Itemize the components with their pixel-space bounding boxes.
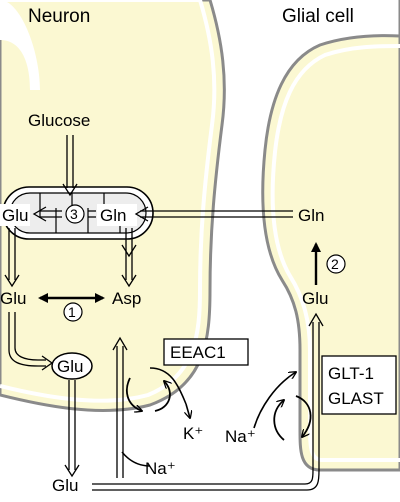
gln-glia-label: Gln [298, 206, 324, 225]
neuronal-uptake-arrowhead [112, 336, 128, 351]
glu-mito-export-arrowhead [4, 274, 20, 288]
na-ion-neuron-label: Na⁺ [145, 459, 176, 478]
gln-to-asp-arrow [125, 228, 133, 280]
gln-transfer-arrow [140, 210, 293, 218]
glu-mito-bg [0, 204, 30, 226]
transporter-cycles [121, 367, 312, 467]
glu-mito-label: Glu [2, 206, 28, 225]
gln-transfer-arrowhead [134, 206, 149, 222]
gln-to-asp-arrowhead [121, 274, 137, 288]
glu-cytosol-label: Glu [0, 289, 26, 308]
gln-mito-bg [97, 204, 137, 226]
gln-mito-label: Gln [100, 206, 126, 225]
glu-glia-label: Glu [302, 289, 328, 308]
step-2-circle [326, 254, 346, 274]
glial-uptake-arrow [92, 322, 320, 491]
solid-arrows [38, 242, 321, 303]
eeac1-k-arrow [186, 403, 190, 418]
glial-cell-body [261, 0, 400, 472]
step3-arrowhead [32, 206, 47, 222]
glial-cycle-left [273, 400, 284, 441]
release-arrowhead [64, 464, 80, 478]
neuronal-uptake-arrow [116, 346, 124, 478]
eeac1-cycle-left [126, 377, 142, 411]
glt1-label: GLT-1 [328, 364, 374, 383]
glial-membrane-inner [270, 44, 400, 462]
neuron-title: Neuron [28, 6, 90, 27]
eeac1-label: EEAC1 [170, 343, 226, 362]
k-ion-label: K⁺ [183, 424, 203, 443]
glial-uptake-arrowhead [308, 312, 324, 327]
glial-cycle-right [295, 395, 312, 437]
glt1-glast-box [321, 355, 397, 415]
glia-title: Glial cell [282, 6, 354, 27]
neuron-na-path [121, 451, 151, 467]
glucose-to-mito-arrow [66, 135, 74, 188]
na-ion-glia-label: Na⁺ [225, 427, 256, 446]
glucose-arrowhead [62, 183, 78, 197]
synaptic-vesicle [51, 352, 93, 380]
step-1-circle [63, 302, 83, 322]
step-3-label: 3 [70, 206, 78, 222]
eeac1-box [163, 338, 249, 366]
step-2-label: 2 [331, 256, 339, 272]
step-1-label: 1 [68, 304, 76, 320]
neuron-membrane-inner [0, 0, 217, 403]
neuron-dendrite [0, 0, 40, 90]
glu-to-vesicle-arrowhead [41, 355, 54, 371]
glial-na-arrow [253, 372, 296, 429]
eeac1-k-path [149, 367, 187, 405]
open-arrows [4, 135, 324, 491]
step3-arrow [40, 210, 96, 218]
release-arrow [68, 380, 76, 470]
glu-mito-export-arrow [8, 228, 16, 280]
eeac1-cycle-right [154, 381, 170, 412]
glast-label: GLAST [328, 389, 384, 408]
glu-to-vesicle-arrow [8, 312, 46, 367]
step-3-circle [65, 204, 85, 224]
glu-extracellular-label: Glu [52, 476, 78, 495]
asp-label: Asp [112, 289, 141, 308]
gln-to-asp-arrowhead-2 [121, 244, 137, 258]
glucose-label: Glucose [28, 111, 90, 130]
glu-vesicle-label: Glu [57, 357, 83, 376]
